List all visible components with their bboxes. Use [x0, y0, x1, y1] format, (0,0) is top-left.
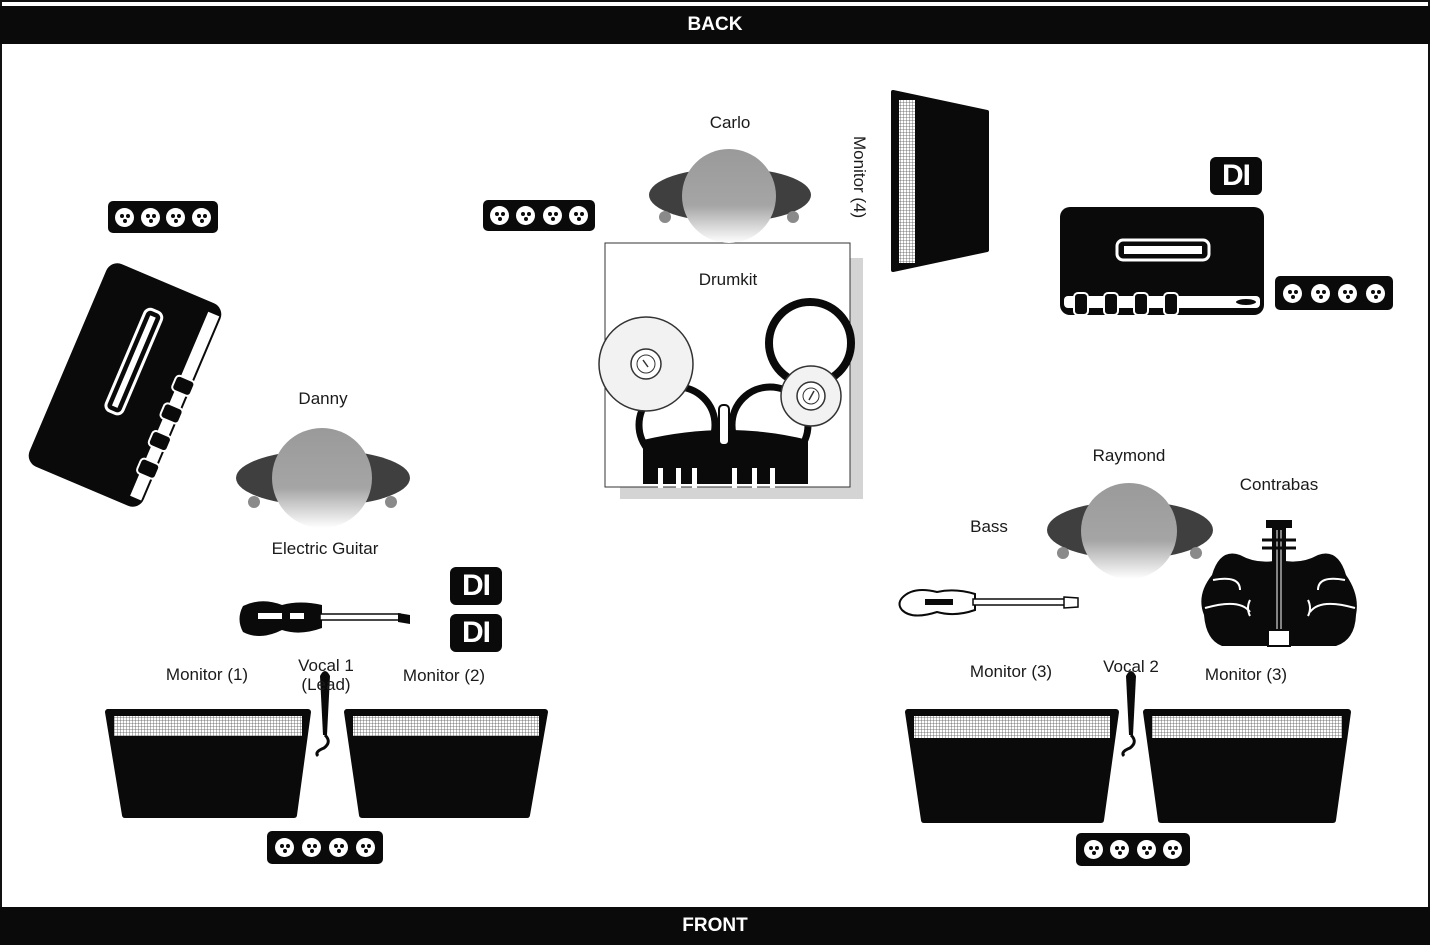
stage-box-icon: [108, 201, 218, 233]
monitor-label-3-left: Monitor (3): [969, 662, 1053, 681]
monitor-label-4: Monitor (4): [850, 136, 869, 219]
wedge-monitor-icon: [905, 709, 1119, 823]
musician-icon: [649, 149, 811, 243]
instrument-label-electric-guitar: Electric Guitar: [271, 539, 379, 558]
musician-icon: [236, 428, 410, 528]
instrument-label-bass: Bass: [970, 517, 1008, 536]
stage-box-icon: [1076, 833, 1190, 866]
stage-box-icon: [267, 831, 383, 864]
monitor-label-2: Monitor (2): [402, 666, 486, 685]
monitor-label-1: Monitor (1): [165, 665, 249, 684]
amp-icon: [1060, 207, 1264, 316]
vocal-label-1: Vocal 1 (Lead): [298, 656, 354, 694]
di-box-icon: DI: [450, 567, 502, 605]
stage-box-icon: [1275, 276, 1393, 310]
amp-icon: [28, 263, 222, 507]
person-label-carlo: Carlo: [709, 113, 751, 132]
musician-icon: [1047, 483, 1213, 579]
di-box-icon: DI: [1210, 157, 1262, 195]
microphone-icon: [1121, 671, 1136, 758]
drumkit-icon: [598, 242, 863, 499]
bass-icon: [898, 589, 1079, 617]
microphone-icon: [315, 671, 330, 758]
vocal-label-1-role: (Lead): [301, 675, 351, 694]
instrument-label-contrabas: Contrabas: [1239, 475, 1319, 494]
contrabass-icon: [1201, 520, 1357, 647]
monitor-label-3-right: Monitor (3): [1204, 665, 1288, 684]
wedge-monitor-icon: [344, 709, 548, 818]
di-box-icon: DI: [450, 614, 502, 652]
back-banner: BACK: [0, 6, 1430, 44]
wedge-monitor-icon: [105, 709, 311, 818]
front-banner: FRONT: [0, 907, 1430, 945]
person-label-danny: Danny: [298, 389, 348, 408]
vocal-label-2: Vocal 2: [1103, 657, 1159, 676]
instrument-label-drumkit: Drumkit: [698, 270, 758, 289]
guitar-icon: [239, 601, 410, 637]
wedge-monitor-icon: [891, 90, 989, 272]
vocal-label-1-name: Vocal 1: [298, 656, 354, 675]
stage-box-icon: [483, 200, 595, 231]
person-label-raymond: Raymond: [1092, 446, 1166, 465]
wedge-monitor-icon: [1143, 709, 1351, 823]
